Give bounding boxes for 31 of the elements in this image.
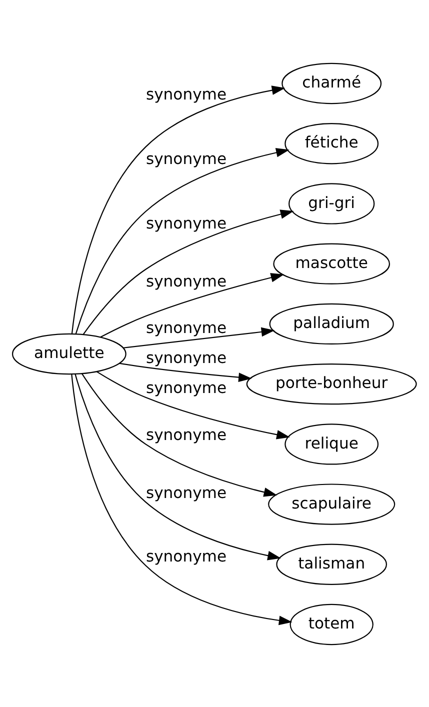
node-ellipse: gri-gri — [288, 182, 375, 224]
node-ellipse: palladium — [269, 302, 394, 344]
node-ellipse: amulette — [12, 332, 126, 374]
node-ellipse: talisman — [276, 543, 388, 584]
arrow — [123, 326, 275, 348]
edge-label: synonyme — [146, 425, 227, 444]
edge-label: synonyme — [146, 546, 227, 565]
arrow — [82, 372, 278, 496]
edge-label: synonyme — [146, 149, 227, 168]
node-ellipse: scapulaire — [268, 483, 396, 524]
arrow — [100, 272, 284, 338]
arrow — [75, 148, 290, 334]
arrow — [71, 374, 292, 625]
edge-label: synonyme — [146, 84, 227, 103]
edge-label: synonyme — [146, 483, 227, 502]
node-ellipse: charmé — [282, 62, 382, 104]
arrow — [71, 85, 286, 334]
node-ellipse: mascotte — [273, 242, 390, 284]
arrow — [96, 370, 290, 439]
edge-label: synonyme — [146, 378, 227, 397]
edge-label: synonyme — [146, 348, 227, 367]
arrow — [119, 362, 252, 382]
node-ellipse: fétiche — [284, 122, 379, 164]
edge-label: synonyme — [146, 272, 227, 290]
node-ellipse: porte-bonheur — [246, 362, 417, 404]
arrow — [74, 374, 282, 560]
arrow — [82, 209, 294, 334]
node-ellipse: relique — [284, 423, 379, 464]
node-ellipse: totem — [290, 603, 374, 645]
edge-label: synonyme — [146, 214, 227, 232]
edge-label: synonyme — [146, 318, 227, 337]
